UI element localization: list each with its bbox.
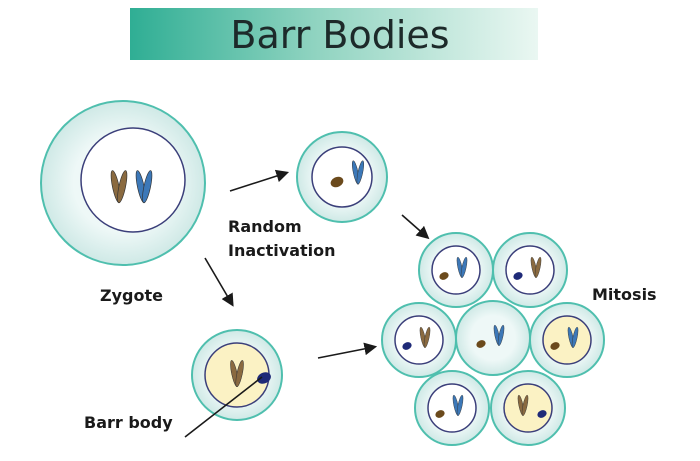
x-chromosome xyxy=(530,256,542,278)
daughter-cell xyxy=(455,300,531,376)
x-chromosome xyxy=(230,360,244,388)
nucleus xyxy=(311,146,373,208)
arrows xyxy=(184,169,430,438)
barr-body xyxy=(513,272,523,280)
chromatid xyxy=(423,326,431,348)
barr-body xyxy=(435,410,445,418)
chromatid xyxy=(497,324,505,346)
cell-membrane xyxy=(455,300,531,376)
chromatid xyxy=(534,256,542,278)
barr-body xyxy=(550,342,560,350)
chromatid xyxy=(117,170,128,204)
daughter-cell xyxy=(529,302,605,378)
daughter-cell xyxy=(490,370,566,446)
chromatid xyxy=(235,360,244,388)
x-chromosome xyxy=(517,394,529,416)
nucleus xyxy=(427,383,477,433)
label-random: Random xyxy=(228,217,302,236)
x-chromosome xyxy=(110,170,128,204)
nucleus xyxy=(542,315,592,365)
daughter-cell xyxy=(418,232,494,308)
nucleus xyxy=(394,315,444,365)
daughter-cell xyxy=(492,232,568,308)
barr-body-pointer xyxy=(184,376,263,438)
barr-body xyxy=(439,272,449,280)
arrow-inactivated-to-mitosis xyxy=(401,214,430,240)
x-chromosome xyxy=(135,170,153,204)
barr-body xyxy=(257,372,271,384)
cells xyxy=(40,100,605,446)
x-chromosome xyxy=(493,324,505,346)
x-chromosome xyxy=(456,256,468,278)
x-chromosome xyxy=(452,394,464,416)
nucleus xyxy=(503,383,553,433)
x-chromosome xyxy=(351,160,365,185)
chromatid xyxy=(521,394,529,416)
nucleus xyxy=(431,245,481,295)
daughter-cell xyxy=(381,302,457,378)
barr-body xyxy=(330,176,344,188)
label-inactivation: Inactivation xyxy=(228,241,336,260)
barr-body xyxy=(537,410,547,418)
label-barr-body: Barr body xyxy=(84,413,173,432)
zygote-cell xyxy=(40,100,206,266)
daughter-cell xyxy=(414,370,490,446)
chromatid xyxy=(460,256,468,278)
nucleus xyxy=(505,245,555,295)
chromatid xyxy=(142,170,153,204)
title-banner: Barr Bodies xyxy=(130,8,538,60)
x-chromosome xyxy=(419,326,431,348)
arrow-zygote-to-inactivated xyxy=(229,169,290,192)
arrow-barr-cell-to-mitosis xyxy=(317,342,378,359)
arrow-zygote-to-barr-cell xyxy=(204,257,234,307)
label-zygote: Zygote xyxy=(100,286,163,305)
x-chromosome xyxy=(567,326,579,348)
barr-body xyxy=(402,342,412,350)
inactivated-cell xyxy=(296,131,388,223)
barr-body xyxy=(476,340,486,348)
chromatid xyxy=(356,160,365,185)
label-mitosis: Mitosis xyxy=(592,285,657,304)
chromatid xyxy=(456,394,464,416)
barr-body-cell xyxy=(191,329,283,421)
nucleus xyxy=(80,127,186,233)
title: Barr Bodies xyxy=(230,13,449,57)
chromatid xyxy=(571,326,579,348)
